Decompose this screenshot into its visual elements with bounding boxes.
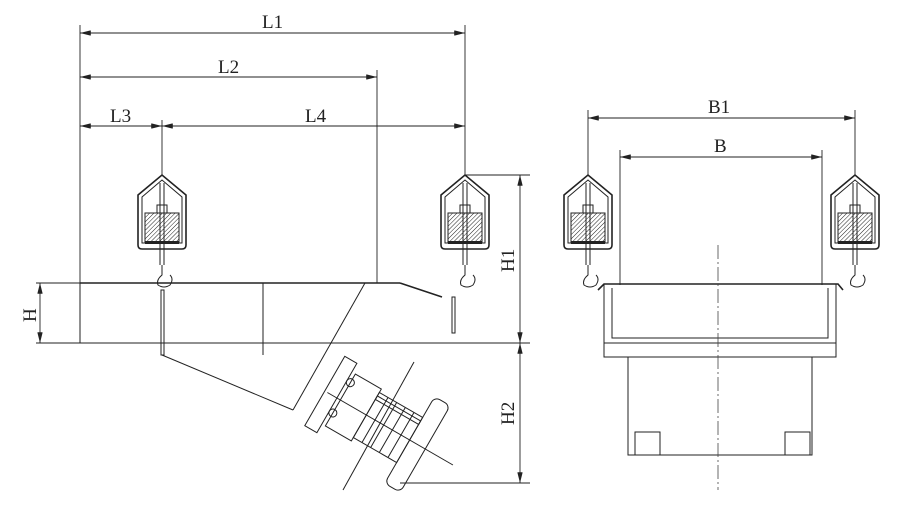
dimension-h: H bbox=[20, 283, 43, 343]
label-h2: H2 bbox=[498, 402, 519, 425]
dimension-h1: H1 bbox=[498, 175, 523, 343]
vibrator-motor bbox=[304, 355, 454, 491]
label-l4: L4 bbox=[305, 106, 327, 127]
dimension-h2: H2 bbox=[498, 343, 523, 483]
motor-axis bbox=[342, 361, 415, 491]
label-h: H bbox=[20, 308, 41, 322]
hanger-end-right bbox=[830, 174, 880, 288]
label-l3: L3 bbox=[110, 106, 131, 127]
label-l1: L1 bbox=[262, 12, 283, 33]
extension-lines bbox=[36, 25, 530, 484]
dimension-b1: B1 bbox=[587, 97, 856, 175]
label-l2: L2 bbox=[218, 57, 239, 78]
hanger-left bbox=[137, 174, 187, 288]
label-h1: H1 bbox=[498, 249, 519, 272]
trough-side-view bbox=[79, 282, 530, 411]
dimension-l1: L1 bbox=[80, 12, 465, 36]
label-b: B bbox=[714, 136, 727, 157]
label-b1: B1 bbox=[708, 97, 730, 118]
trough-end-view bbox=[597, 245, 844, 490]
dimension-l2: L2 bbox=[80, 57, 377, 80]
hanger-end-left bbox=[563, 174, 613, 288]
dimension-l3-l4: L3 L4 bbox=[80, 106, 465, 129]
dimension-b: B bbox=[619, 136, 823, 285]
hanger-right bbox=[440, 174, 490, 288]
